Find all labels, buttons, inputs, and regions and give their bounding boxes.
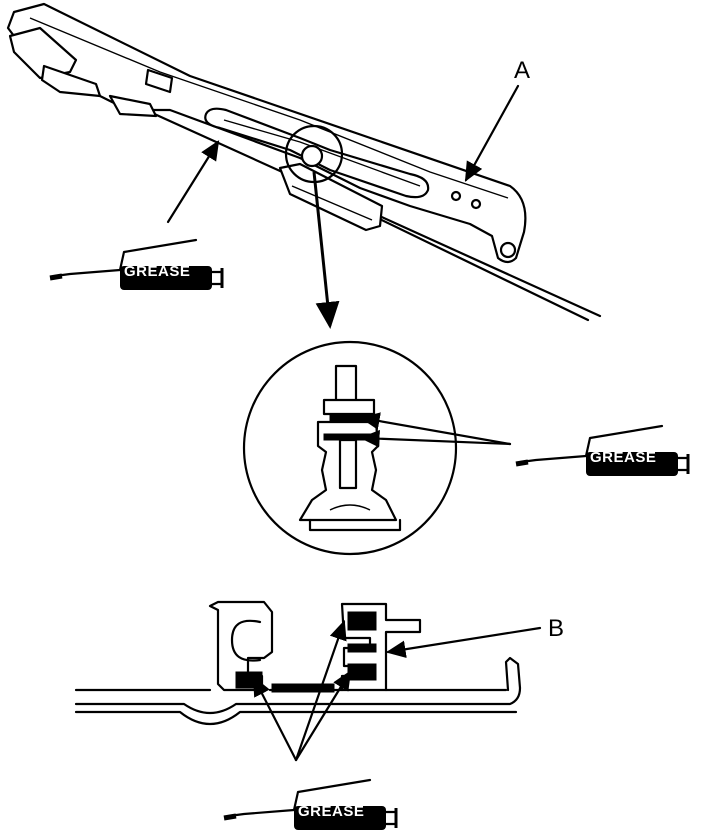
- part-label-a: A: [514, 57, 530, 84]
- grease-label: GREASE: [124, 263, 190, 280]
- grease-callout-2: GREASE: [359, 412, 688, 476]
- callout-b: B: [385, 615, 564, 658]
- detail-view: [242, 340, 458, 556]
- grease-label: GREASE: [298, 803, 364, 820]
- grease-callout-3: GREASE: [224, 619, 396, 830]
- grease-gun-icon: GREASE: [516, 426, 688, 476]
- detail-arrow: [312, 171, 340, 329]
- grease-label: GREASE: [590, 449, 656, 466]
- rail-cross-section: [74, 600, 522, 725]
- grease-gun-icon: GREASE: [50, 240, 222, 290]
- part-label-b: B: [548, 615, 564, 642]
- grease-callout-1: GREASE: [50, 140, 222, 290]
- grease-gun-icon: GREASE: [224, 780, 396, 830]
- callout-a: A: [464, 57, 530, 182]
- seat-track-assembly: [6, 2, 602, 322]
